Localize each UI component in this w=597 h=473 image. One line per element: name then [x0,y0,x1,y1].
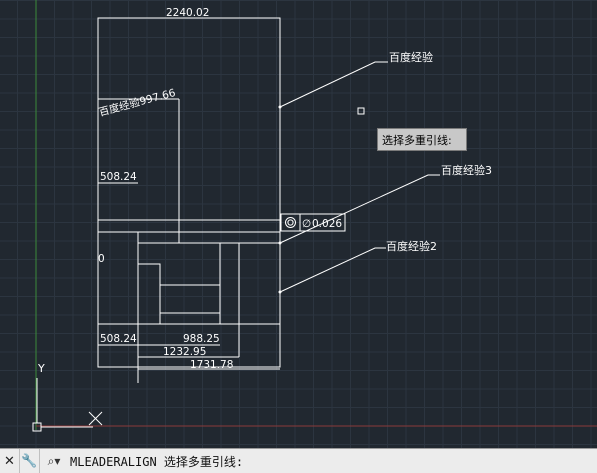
leader-text-1[interactable]: 百度经验 [389,50,433,64]
ucs-y-label: Y [37,362,45,375]
grid [0,0,597,448]
outer-rectangle[interactable] [97,17,281,368]
wrench-icon[interactable]: 🔧 [20,449,40,473]
leader-line-2[interactable] [279,247,386,293]
tolerance-diameter-symbol: ∅ [302,218,311,230]
leader-text-3[interactable]: 百度经验3 [441,163,492,177]
dim-text-1232[interactable]: 1232.95 [163,346,206,358]
concentricity-icon [285,217,296,228]
ucs-origin-box [32,422,42,432]
leader-line-1[interactable] [279,61,388,108]
command-input[interactable] [247,450,593,472]
dim-text-small-mark: 0 [98,253,105,265]
ucs-x-cross-2 [88,411,103,426]
command-tooltip: 选择多重引线: [377,128,467,151]
dim-text-top[interactable]: 2240.02 [166,7,209,19]
leader-text-2[interactable]: 百度经验2 [386,239,437,253]
dim-text-1731[interactable]: 1731.78 [190,359,233,371]
dim-text-508-lower[interactable]: 508.24 [100,333,137,345]
drawing-canvas[interactable]: 2240.02 百度经验997.66 508.24 0 508.24 988.2… [0,0,597,448]
leader-dots [278,105,282,294]
close-icon[interactable]: ✕ [0,449,20,473]
grip-marker[interactable] [357,107,365,115]
command-text: MLEADERALIGN 选择多重引线: [70,454,244,469]
leader-line-3[interactable] [279,174,440,244]
tolerance-value[interactable]: 0.026 [312,218,342,230]
geometry[interactable] [32,17,440,432]
dim-text-988[interactable]: 988.25 [183,333,220,345]
command-line[interactable]: ✕ 🔧 ⌕▾ MLEADERALIGN 选择多重引线: [0,448,597,473]
command-prompt-icon[interactable]: ⌕▾ [47,453,61,468]
concentricity-icon-inner [287,219,294,226]
dim-text-508-upper[interactable]: 508.24 [100,171,137,183]
drawing-svg[interactable]: 2240.02 百度经验997.66 508.24 0 508.24 988.2… [0,0,597,448]
tolerance-frame[interactable] [280,213,346,232]
